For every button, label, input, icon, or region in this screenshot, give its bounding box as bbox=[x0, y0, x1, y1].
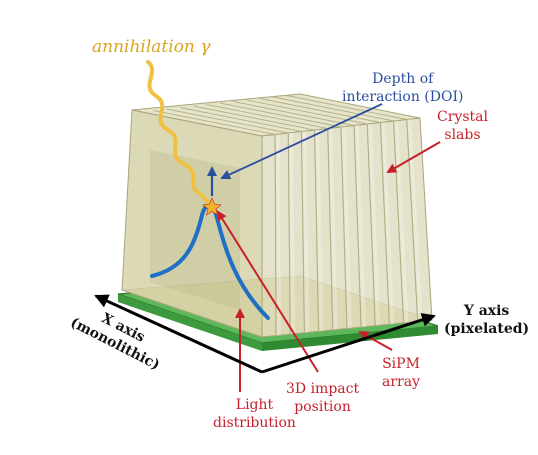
crystal-slab-divider bbox=[300, 131, 306, 333]
gamma-ray-path bbox=[146, 60, 214, 208]
crystal-slab-divider bbox=[393, 120, 405, 323]
doi-label: Depth of interaction (DOI) bbox=[342, 70, 463, 106]
crystal-slab-top-edge bbox=[166, 108, 289, 134]
crystal-slab-divider bbox=[340, 126, 348, 329]
light-label-line2: distribution bbox=[213, 415, 296, 431]
impact-position-arrow bbox=[216, 210, 319, 373]
crystal-slab-highlight bbox=[275, 133, 282, 336]
crystal-slab-divider bbox=[327, 128, 334, 330]
impact-label-line2: position bbox=[294, 399, 351, 415]
doi-label-line2: interaction (DOI) bbox=[342, 89, 464, 105]
crystal-slab-highlight bbox=[380, 121, 395, 325]
crystal-slab-top-edge bbox=[179, 107, 302, 132]
crystal-slab-divider bbox=[379, 122, 391, 325]
impact-position-label: 3D impact position bbox=[286, 380, 359, 416]
crystal-slab-highlight bbox=[354, 124, 367, 328]
crystal-slab-divider bbox=[366, 123, 376, 326]
impact-label-line1: 3D impact bbox=[286, 381, 360, 397]
crystal-slab-highlight bbox=[406, 118, 423, 322]
sipm-label-line2: array bbox=[382, 374, 420, 390]
sipm-array-arrow bbox=[358, 331, 393, 351]
crystal-slab-top-edge bbox=[273, 96, 394, 122]
crystal-slabs-arrow bbox=[386, 141, 441, 173]
crystal-slabs-label: Crystal slabs bbox=[437, 108, 488, 144]
crystal-slab-divider bbox=[353, 125, 362, 328]
crystal-slab-divider bbox=[314, 129, 320, 332]
crystal-slab-divider bbox=[274, 134, 277, 336]
light-label-line1: Light bbox=[235, 397, 274, 413]
crystal-slab-highlight bbox=[327, 127, 338, 330]
crystal-slab-top-edge bbox=[219, 102, 342, 128]
x-axis-arrow bbox=[94, 294, 263, 374]
crystal-slab-highlight bbox=[301, 130, 310, 333]
crystal-label-line1: Crystal bbox=[437, 109, 488, 125]
sipm-label-line1: SiPM bbox=[382, 356, 420, 372]
gamma-label: annihilation γ bbox=[92, 37, 211, 57]
doi-label-line1: Depth of bbox=[372, 71, 434, 87]
crystal-slab-highlight bbox=[367, 123, 381, 326]
crystal-slab-top-edge bbox=[259, 98, 381, 123]
crystal-slab-divider bbox=[406, 119, 419, 322]
y-axis-label-line1: Y axis bbox=[463, 303, 510, 319]
light-distribution-label: Light distribution bbox=[213, 396, 296, 432]
crystal-slab-top-edge bbox=[153, 110, 276, 135]
crystal-slab-highlight bbox=[288, 132, 296, 335]
crystal-slab-divider bbox=[287, 132, 291, 335]
y-axis-label-line2: (pixelated) bbox=[444, 321, 530, 337]
impact-star-icon bbox=[202, 197, 222, 216]
crystal-slab-highlight bbox=[341, 126, 352, 329]
crystal-label-line2: slabs bbox=[444, 127, 481, 143]
doi-pointer-arrow bbox=[220, 103, 383, 180]
sipm-array-label: SiPM array bbox=[382, 355, 420, 391]
crystal-slab-top-edge bbox=[193, 105, 315, 131]
y-axis-label: Y axis (pixelated) bbox=[444, 302, 529, 338]
crystal-slab-top-edge bbox=[233, 101, 355, 126]
y-axis-arrow bbox=[261, 313, 436, 374]
crystal-slab-top-edge bbox=[206, 104, 328, 129]
crystal-slab-top-edge bbox=[286, 95, 407, 120]
crystal-slab-highlight bbox=[314, 129, 324, 332]
